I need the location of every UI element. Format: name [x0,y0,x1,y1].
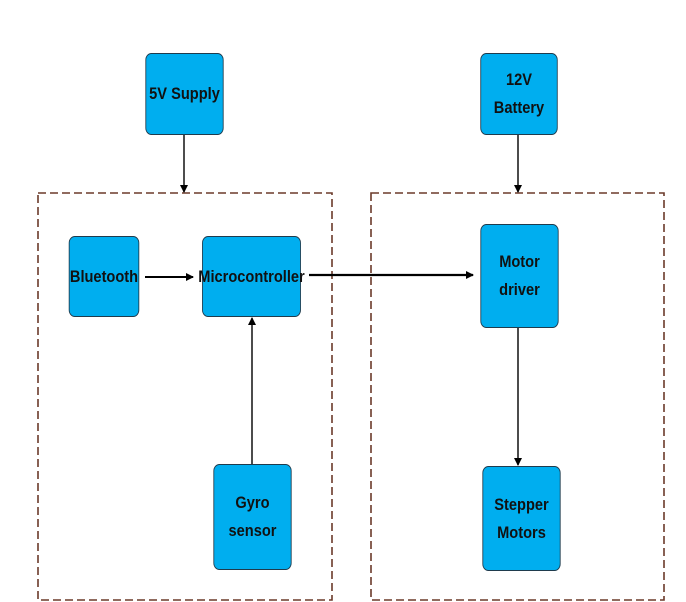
microcontroller-block: Microcontroller [198,236,305,317]
motor-driver-label: Motor driver [499,252,540,299]
stepper-motors-block: Stepper Motors [482,466,561,571]
motor-unit-group [370,192,665,601]
gyro-sensor-block: Gyro sensor [213,464,292,570]
control-unit-group [37,192,333,601]
motor-driver-block: Motor driver [480,224,559,328]
battery-12v-label: 12V Battery [493,70,545,117]
supply-5v-block: 5V Supply [145,53,224,135]
gyro-sensor-label: Gyro sensor [228,493,277,540]
microcontroller-label: Microcontroller [198,266,305,286]
battery-12v-block: 12V Battery [480,53,558,135]
bluetooth-label: Bluetooth [69,266,139,286]
stepper-motors-label: Stepper Motors [494,494,549,542]
supply-5v-label: 5V Supply [149,84,220,103]
bluetooth-block: Bluetooth [68,236,140,317]
